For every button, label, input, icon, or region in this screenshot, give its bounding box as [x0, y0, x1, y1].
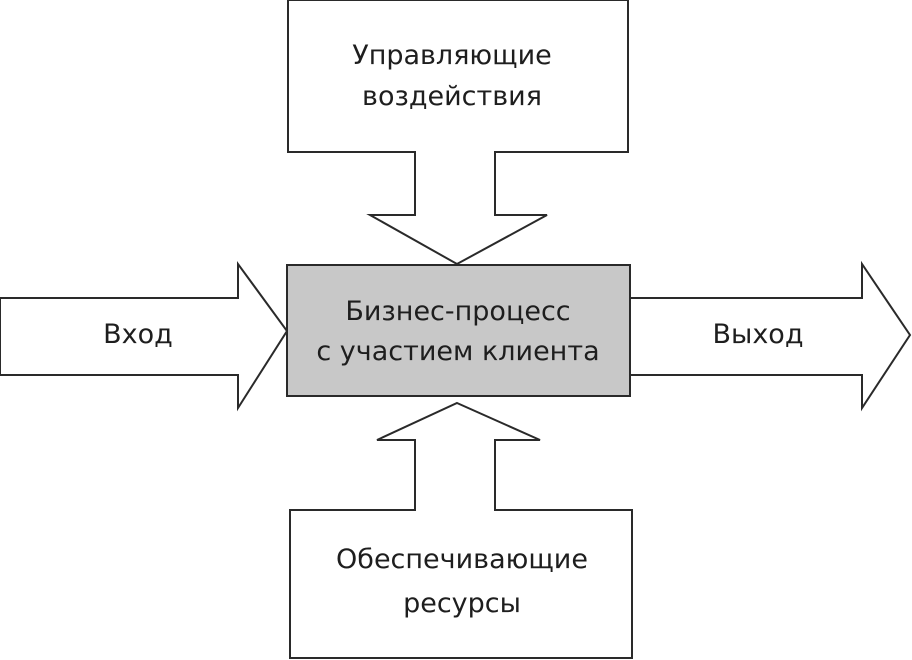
resources-label-line2: ресурсы: [403, 588, 521, 619]
center-label-line2: с участием клиента: [316, 336, 599, 367]
input-arrow: [0, 260, 289, 412]
control-label-line2: воздействия: [362, 81, 542, 112]
control-label-line1: Управляющие: [352, 40, 552, 71]
input-label: Вход: [103, 319, 173, 350]
center-label-line1: Бизнес-процесс: [345, 296, 570, 327]
output-arrow: [629, 260, 912, 412]
control-block: [287, 0, 629, 266]
resources-block: [289, 401, 633, 659]
resources-label-line1: Обеспечивающие: [336, 544, 588, 575]
business-process-box: [286, 264, 631, 397]
output-label: Выход: [712, 319, 803, 350]
